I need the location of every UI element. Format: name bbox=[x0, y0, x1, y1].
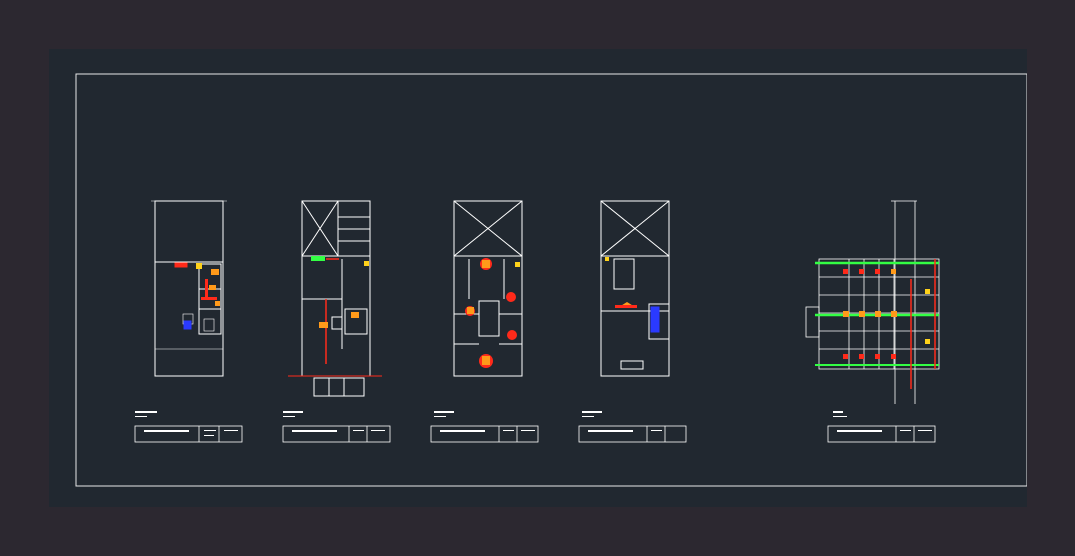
sheet-caption-3 bbox=[434, 411, 454, 417]
sheet-border bbox=[75, 73, 1027, 487]
sheet-caption-5 bbox=[833, 411, 847, 417]
riser-diagram-5[interactable] bbox=[805, 200, 940, 404]
cad-drawing-canvas[interactable] bbox=[49, 49, 1027, 507]
title-block-3 bbox=[430, 425, 539, 443]
cad-drawing bbox=[75, 73, 1027, 487]
sheet-caption-1 bbox=[135, 411, 157, 417]
sheet-caption-2 bbox=[283, 411, 303, 417]
floor-plan-2[interactable] bbox=[288, 200, 382, 397]
title-block-1 bbox=[134, 425, 243, 443]
title-block-4 bbox=[578, 425, 687, 443]
floor-plan-3[interactable] bbox=[453, 200, 523, 377]
title-block-2 bbox=[282, 425, 391, 443]
title-block-5 bbox=[827, 425, 936, 443]
floor-plan-4[interactable] bbox=[600, 200, 670, 377]
sheet-caption-4 bbox=[582, 411, 602, 417]
floor-plan-1[interactable] bbox=[151, 200, 227, 377]
